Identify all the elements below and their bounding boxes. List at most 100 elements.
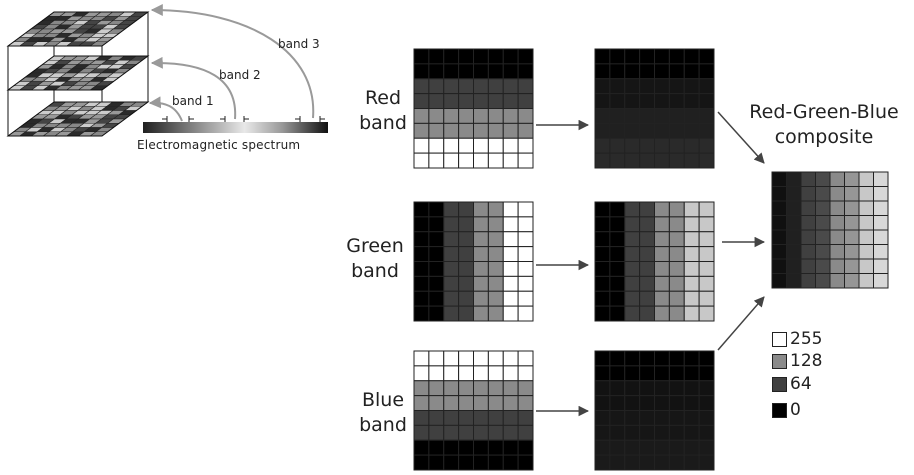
pixel-cell xyxy=(668,231,685,248)
pixel-cell xyxy=(668,152,685,169)
pixel-cell xyxy=(624,305,641,322)
band-2-label: band 2 xyxy=(219,68,261,82)
pixel-cell xyxy=(413,48,430,65)
pixel-cell xyxy=(502,93,519,109)
pixel-cell xyxy=(683,261,700,277)
pixel-cell xyxy=(443,137,460,154)
pixel-cell xyxy=(594,350,611,367)
composite-cell xyxy=(844,258,860,274)
composite-cell xyxy=(771,244,787,260)
pixel-cell xyxy=(609,231,626,248)
pixel-cell xyxy=(473,350,489,367)
pixel-cell xyxy=(473,78,489,95)
band-3-curve-arrow xyxy=(150,4,315,119)
pixel-cell xyxy=(517,48,534,65)
pixel-cell xyxy=(654,305,670,322)
composite-cell xyxy=(858,171,874,187)
layer-outline xyxy=(6,11,150,47)
pixel-cell xyxy=(654,201,670,218)
pixel-cell xyxy=(443,201,460,218)
composite-cell xyxy=(815,215,831,231)
composite-cell xyxy=(829,171,845,187)
pixel-cell xyxy=(624,122,641,139)
pixel-cell xyxy=(609,137,626,154)
pixel-cell xyxy=(609,122,626,139)
pixel-cell xyxy=(683,122,700,139)
green-band-label-line1: Green xyxy=(346,235,404,257)
pixel-cell xyxy=(473,410,489,426)
composite-cell xyxy=(829,229,845,245)
composite-cell xyxy=(858,258,874,274)
pixel-cell xyxy=(624,48,641,65)
pixel-cell xyxy=(502,395,519,411)
pixel-cell xyxy=(668,216,685,233)
pixel-cell xyxy=(683,290,700,307)
blue-to-composite-arrow xyxy=(717,296,765,351)
pixel-cell xyxy=(698,122,715,139)
pixel-cell xyxy=(698,454,715,471)
pixel-cell xyxy=(594,424,611,441)
pixel-cell xyxy=(698,152,715,169)
composite-cell xyxy=(873,200,889,216)
composite-cell xyxy=(800,244,816,260)
pixel-cell xyxy=(594,365,611,382)
pixel-cell xyxy=(428,93,445,109)
pixel-cell xyxy=(609,424,626,441)
pixel-cell xyxy=(413,454,430,471)
pixel-cell xyxy=(609,246,626,262)
composite-cell xyxy=(844,244,860,260)
pixel-cell xyxy=(458,122,474,139)
pixel-cell xyxy=(594,137,611,154)
pixel-cell xyxy=(517,137,534,154)
pixel-cell xyxy=(428,454,445,471)
pixel-cell xyxy=(639,275,655,292)
pixel-cell xyxy=(609,48,626,65)
pixel-cell xyxy=(698,216,715,233)
pixel-cell xyxy=(443,122,460,139)
pixel-cell xyxy=(413,439,430,456)
pixel-cell xyxy=(654,410,670,426)
composite-cell xyxy=(800,215,816,231)
pixel-cell xyxy=(502,152,519,169)
pixel-cell xyxy=(443,93,460,109)
pixel-cell xyxy=(609,261,626,277)
pixel-cell xyxy=(443,216,460,233)
pixel-cell xyxy=(609,410,626,426)
composite-cell xyxy=(873,258,889,274)
pixel-cell xyxy=(443,231,460,248)
pixel-cell xyxy=(668,439,685,456)
pixel-cell xyxy=(609,216,626,233)
pixel-cell xyxy=(624,395,641,411)
pixel-cell xyxy=(487,78,504,95)
pixel-cell xyxy=(698,439,715,456)
pixel-cell xyxy=(428,305,445,322)
pixel-cell xyxy=(428,275,445,292)
pixel-cell xyxy=(594,305,611,322)
pixel-cell xyxy=(639,231,655,248)
pixel-cell xyxy=(443,48,460,65)
pixel-cell xyxy=(443,454,460,471)
pixel-cell xyxy=(624,454,641,471)
pixel-cell xyxy=(517,152,534,169)
pixel-cell xyxy=(487,93,504,109)
pixel-cell xyxy=(668,424,685,441)
pixel-cell xyxy=(683,454,700,471)
pixel-cell xyxy=(639,78,655,95)
pixel-cell xyxy=(668,275,685,292)
composite-cell xyxy=(873,171,889,187)
pixel-cell xyxy=(473,216,489,233)
pixel-cell xyxy=(502,454,519,471)
pixel-cell xyxy=(639,424,655,441)
pixel-cell xyxy=(413,137,430,154)
legend-swatch-gray xyxy=(772,353,787,369)
pixel-cell xyxy=(683,93,700,109)
pixel-cell xyxy=(624,93,641,109)
pixel-cell xyxy=(639,137,655,154)
pixel-cell xyxy=(609,290,626,307)
pixel-cell xyxy=(487,261,504,277)
layer-outline xyxy=(6,55,150,91)
pixel-cell xyxy=(473,152,489,169)
pixel-cell xyxy=(413,290,430,307)
pixel-cell xyxy=(517,305,534,322)
composite-cell xyxy=(800,273,816,289)
